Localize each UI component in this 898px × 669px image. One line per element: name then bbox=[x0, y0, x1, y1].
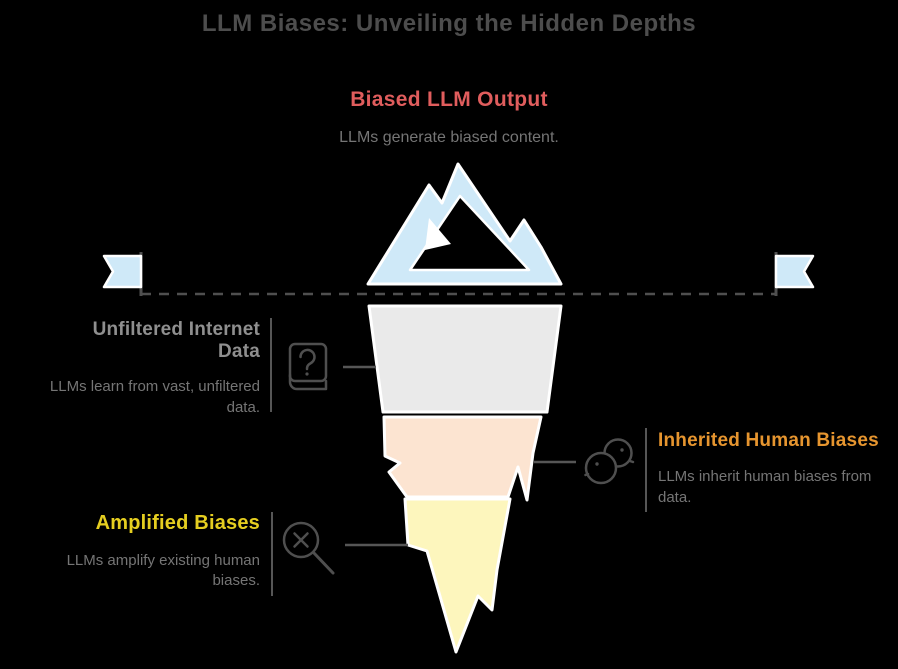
book-question-icon bbox=[288, 342, 328, 391]
magnifier-x-icon bbox=[282, 521, 335, 575]
two-heads-icon bbox=[584, 438, 635, 485]
left-flag-icon bbox=[102, 254, 143, 289]
section-amplified-block: Amplified Biases LLMs amplify existing h… bbox=[8, 512, 260, 592]
iceberg-layer-unfiltered bbox=[367, 304, 563, 414]
section-inherited-description: LLMs inherit human biases from data. bbox=[658, 468, 872, 507]
section-inherited-heading: Inherited Human Biases bbox=[658, 430, 879, 451]
mountain-snow-notch bbox=[425, 218, 451, 250]
surface-heading: Biased LLM Output bbox=[350, 88, 548, 111]
section-unfiltered-description: LLMs learn from vast, unfiltered data. bbox=[49, 377, 260, 416]
iceberg-layer-inherited bbox=[382, 415, 543, 502]
section-amplified-heading: Amplified Biases bbox=[95, 512, 260, 534]
section-amplified-description: LLMs amplify existing human biases. bbox=[66, 551, 260, 590]
surface-label-group: Biased LLM Output LLMs generate biased c… bbox=[0, 88, 898, 147]
iceberg-layer-amplified bbox=[403, 497, 512, 654]
surface-description: LLMs generate biased content. bbox=[339, 129, 559, 146]
page-title: LLM Biases: Unveiling the Hidden Depths bbox=[201, 10, 697, 37]
section-unfiltered-heading: Unfiltered Internet Data bbox=[92, 319, 260, 363]
section-unfiltered-block: Unfiltered Internet Data LLMs learn from… bbox=[8, 319, 260, 418]
section-inherited-block: Inherited Human Biases LLMs inherit huma… bbox=[658, 430, 898, 509]
right-flag-icon bbox=[774, 254, 815, 289]
